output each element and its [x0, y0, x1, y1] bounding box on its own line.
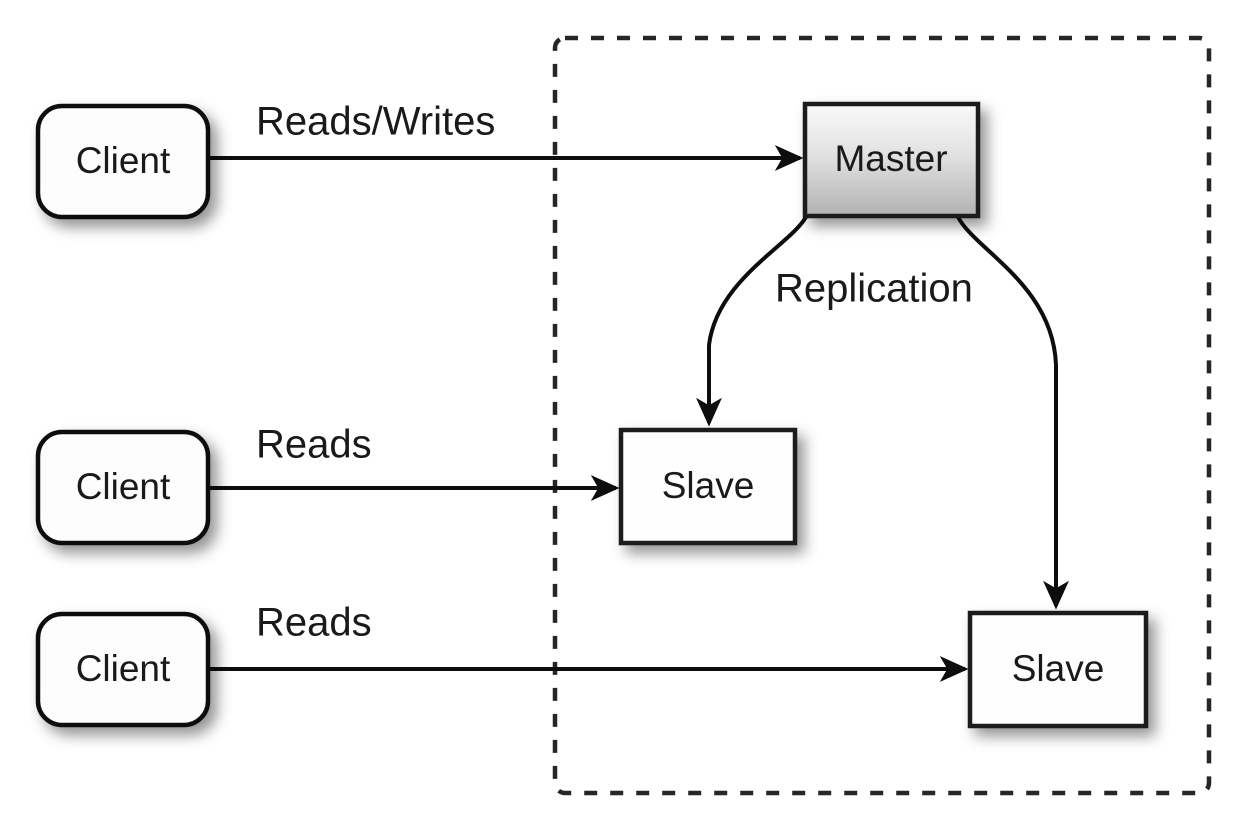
slave-1-label: Slave: [662, 465, 755, 506]
client-2-shape[interactable]: [35, 429, 211, 546]
client-3-label: Client: [76, 648, 171, 689]
edge-label-reads-writes: Reads/Writes: [256, 100, 495, 144]
client-1-label: Client: [76, 140, 171, 181]
edge-label-replication: Replication: [775, 267, 973, 311]
master-label: Master: [834, 138, 947, 179]
slave-2-shape[interactable]: [967, 610, 1149, 729]
edge-label-reads-lower: Reads: [256, 601, 372, 645]
slave-2-label: Slave: [1012, 648, 1105, 689]
edge-label-reads-upper: Reads: [256, 423, 372, 467]
node-slave-1[interactable]: Slave: [618, 427, 798, 546]
database-cluster-boundary: [552, 35, 1212, 796]
edge-curve-replication-left: [696, 215, 808, 427]
node-client-1[interactable]: Client: [35, 103, 211, 220]
edge-master-to-slave1: [696, 215, 808, 427]
client-2-label: Client: [76, 466, 171, 507]
node-master[interactable]: Master: [802, 101, 981, 219]
slave-1-shape[interactable]: [618, 427, 798, 546]
node-client-2[interactable]: Client: [35, 429, 211, 546]
node-slave-2[interactable]: Slave: [967, 610, 1149, 729]
client-3-shape[interactable]: [35, 611, 211, 728]
client-1-shape[interactable]: [35, 103, 211, 220]
edge-master-to-slave2: [956, 216, 1069, 610]
node-client-3[interactable]: Client: [35, 611, 211, 728]
edge-curve-replication-right: [956, 216, 1069, 610]
master-shape[interactable]: [802, 101, 981, 219]
